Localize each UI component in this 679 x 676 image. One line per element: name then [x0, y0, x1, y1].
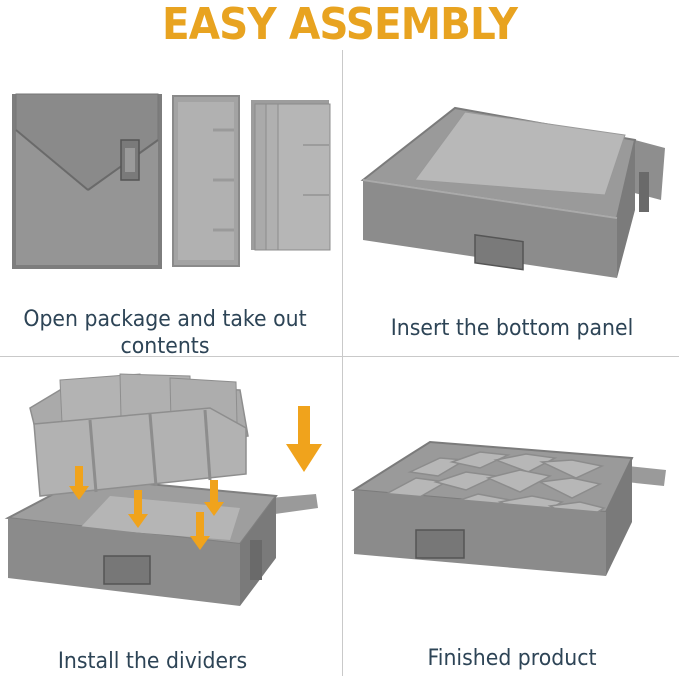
step-3-caption: Install the dividers [11, 648, 295, 675]
step-1-caption: Open package and take out contents [12, 306, 319, 360]
step-1-illustration [8, 90, 333, 275]
step-4-caption: Finished product [357, 645, 668, 672]
arrow-down-icon [69, 406, 322, 550]
step-1-caption-line-1: Open package and take out [23, 307, 307, 332]
step-2-illustration [355, 100, 670, 280]
horizontal-divider [0, 356, 679, 357]
step-3-illustration [0, 368, 335, 608]
step-1-caption-line-2: contents [120, 334, 210, 359]
step-2-caption: Insert the bottom panel [357, 315, 668, 342]
step-4-illustration [350, 438, 668, 618]
vertical-divider [342, 50, 343, 676]
page-title: EASY ASSEMBLY [161, 0, 518, 50]
step-2-caption-line-1: Insert the bottom panel [390, 316, 634, 341]
step-3-caption-line-1: Install the dividers [57, 649, 248, 674]
step-4-caption-line-1: Finished product [427, 646, 597, 671]
